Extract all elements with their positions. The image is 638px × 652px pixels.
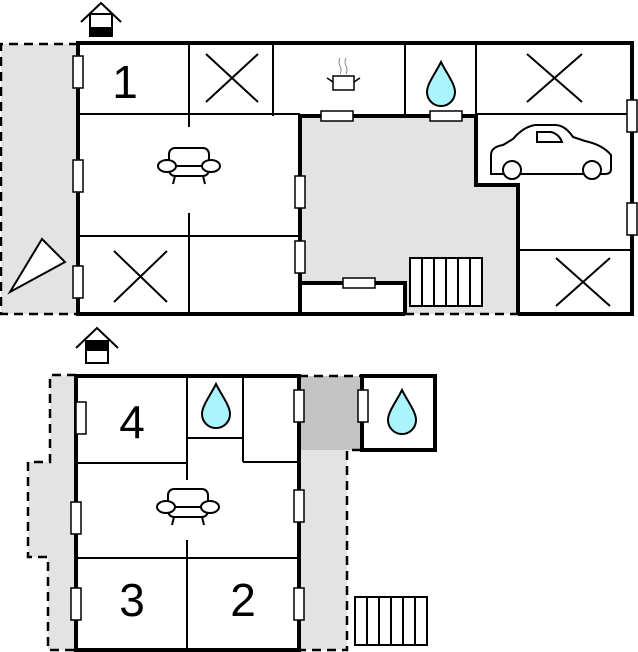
stairs-icon xyxy=(354,596,428,646)
covered-area xyxy=(299,376,361,450)
car-icon xyxy=(490,124,612,180)
sofa-icon xyxy=(156,488,220,526)
room-label-2: 2 xyxy=(230,574,256,626)
room-label-1: 1 xyxy=(112,56,138,108)
compass-icon xyxy=(7,237,67,295)
cross-icon xyxy=(526,53,583,103)
cooking-pot-icon xyxy=(326,57,361,91)
cross-icon xyxy=(205,53,259,103)
cross-icon xyxy=(113,250,168,303)
stairs-icon xyxy=(409,257,483,307)
water-drop-icon xyxy=(387,389,417,435)
entrance-icon xyxy=(80,1,122,37)
room-label-3: 3 xyxy=(119,574,145,626)
water-drop-icon xyxy=(201,383,231,429)
ground-floor: 1 xyxy=(0,1,638,316)
cross-icon xyxy=(555,257,611,307)
entrance-icon xyxy=(75,326,119,364)
upper-floor: 4 3 2 xyxy=(26,326,437,652)
terrace xyxy=(299,450,347,650)
sofa-icon xyxy=(157,147,221,185)
room-label-4: 4 xyxy=(119,396,145,448)
water-drop-icon xyxy=(426,61,456,107)
terrace xyxy=(28,375,76,650)
